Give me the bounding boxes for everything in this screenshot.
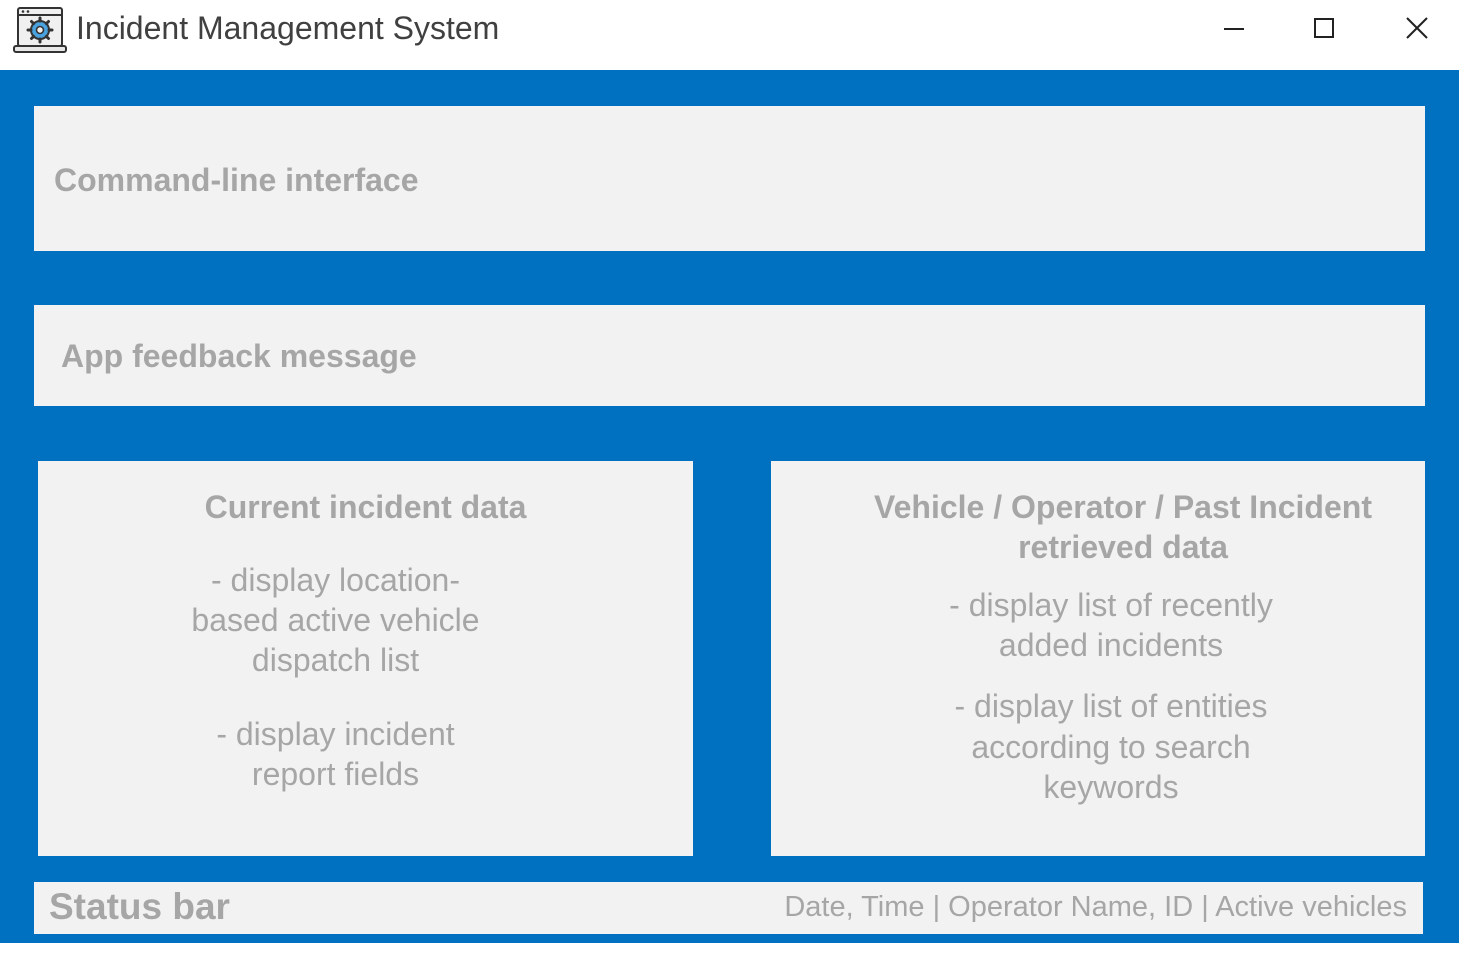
gear-laptop-icon bbox=[13, 6, 67, 56]
current-incident-bullet-2-line-2: report fields bbox=[251, 756, 420, 792]
retrieved-data-bullet-1-line-1: - display list of recently bbox=[949, 587, 1273, 623]
minimize-icon bbox=[1223, 17, 1245, 39]
current-incident-bullet-1-line-1: - display location- bbox=[211, 562, 460, 598]
retrieved-data-bullet-2-line-3: keywords bbox=[1043, 769, 1179, 805]
title-bar: Incident Management System bbox=[0, 0, 1459, 70]
retrieved-data-title-line-1: Vehicle / Operator / Past Incident bbox=[874, 489, 1372, 525]
minimize-button[interactable] bbox=[1208, 8, 1260, 48]
current-incident-bullet-2-line-1: - display incident bbox=[216, 716, 455, 752]
close-icon bbox=[1405, 16, 1429, 40]
current-incident-title: Current incident data bbox=[204, 489, 527, 525]
status-bar-info: Date, Time | Operator Name, ID | Active … bbox=[784, 891, 1407, 923]
retrieved-data-title-line-2: retrieved data bbox=[1018, 529, 1228, 565]
feedback-message-label: App feedback message bbox=[61, 338, 417, 374]
retrieved-data-bullet-2-line-2: according to search bbox=[971, 729, 1251, 765]
feedback-message-box: App feedback message bbox=[34, 305, 1425, 406]
retrieved-data-bullet-1-line-2: added incidents bbox=[998, 627, 1224, 663]
status-bar-label: Status bar bbox=[49, 886, 230, 927]
retrieved-data-bullet-2-line-1: - display list of entities bbox=[954, 688, 1268, 724]
command-line-label: Command-line interface bbox=[54, 162, 419, 198]
close-button[interactable] bbox=[1391, 8, 1443, 48]
status-bar: Status bar Date, Time | Operator Name, I… bbox=[34, 882, 1423, 934]
current-incident-bullet-1-line-2: based active vehicle bbox=[191, 602, 480, 638]
current-incident-bullet-1-line-3: dispatch list bbox=[251, 642, 420, 678]
maximize-icon bbox=[1313, 17, 1335, 39]
retrieved-data-panel: Vehicle / Operator / Past Incident retri… bbox=[771, 461, 1425, 856]
maximize-button[interactable] bbox=[1298, 8, 1350, 48]
current-incident-panel: Current incident data - display location… bbox=[38, 461, 693, 856]
window-title: Incident Management System bbox=[76, 10, 500, 46]
command-line-input[interactable]: Command-line interface bbox=[34, 106, 1425, 251]
main-area: Command-line interface App feedback mess… bbox=[0, 70, 1459, 943]
